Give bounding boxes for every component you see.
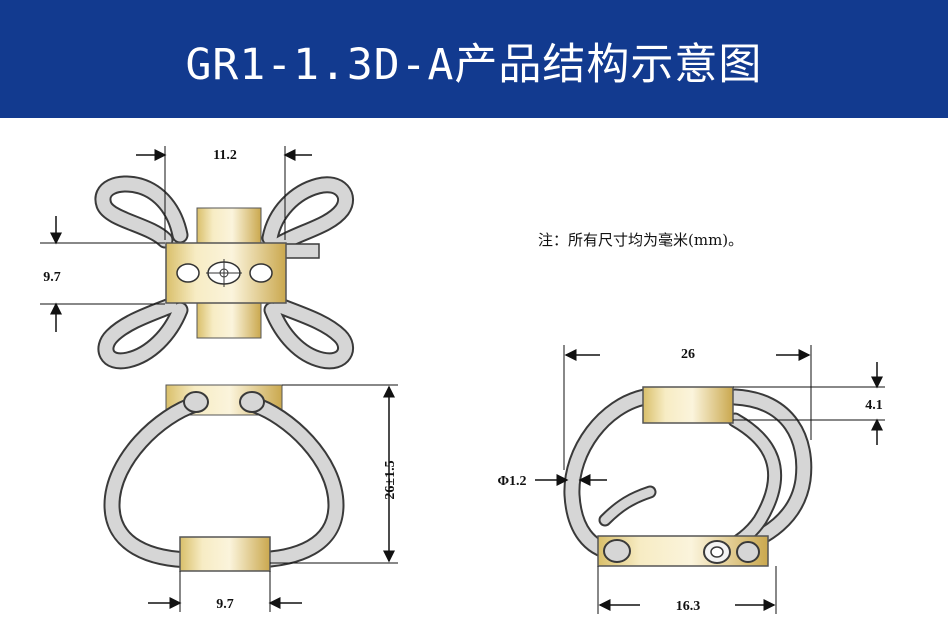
top-view (94, 175, 354, 370)
dim-side-base: 16.3 (597, 566, 777, 614)
top-view-hole-left (176, 263, 200, 283)
dim-front-height-label: 26±1.5 (383, 460, 398, 499)
dim-top-width-label: 11.2 (213, 148, 237, 163)
dim-side-base-label: 16.3 (676, 599, 701, 614)
dim-top-height: 9.7 (40, 216, 165, 332)
dim-top-height-label: 9.7 (43, 270, 61, 285)
page-title: GR1-1.3D-A产品结构示意图 (185, 40, 763, 90)
front-view-bottom-clip (179, 536, 271, 572)
dim-side-clip-height: 4.1 (733, 362, 885, 445)
unit-note: 注：所有尺寸均为毫米(mm)。 (538, 231, 744, 249)
dim-side-width-label: 26 (681, 347, 695, 362)
dim-side-wire-diameter: Φ1.2 (497, 474, 607, 489)
title-banner: GR1-1.3D-A产品结构示意图 (0, 0, 948, 118)
dim-top-width: 11.2 (136, 146, 312, 240)
dim-front-height: 26±1.5 (270, 384, 398, 564)
dim-front-base-label: 9.7 (216, 597, 234, 612)
front-view (103, 384, 345, 572)
side-view-top-clip (642, 386, 734, 424)
side-view (563, 386, 813, 567)
dim-front-base: 9.7 (148, 571, 302, 612)
dim-side-width: 26 (563, 345, 812, 470)
top-view-pin (284, 243, 320, 259)
top-view-hole-right (249, 263, 273, 283)
dim-side-wire-diameter-label: Φ1.2 (497, 474, 526, 489)
dim-side-clip-height-label: 4.1 (865, 398, 883, 413)
top-view-wire-loops (94, 175, 354, 370)
